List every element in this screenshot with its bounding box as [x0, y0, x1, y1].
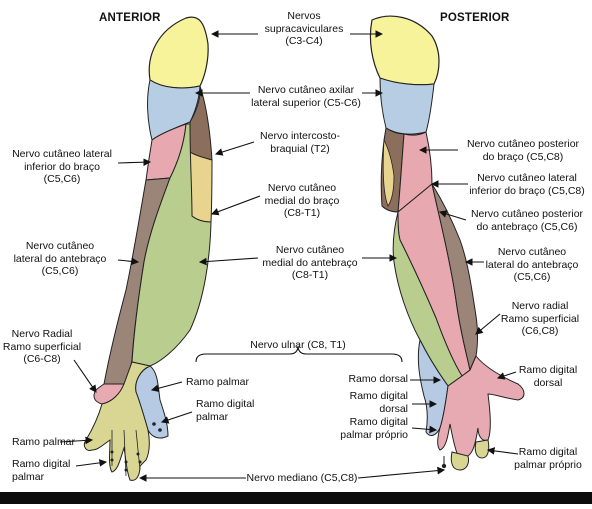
label-post-posterior-forearm: Nervo cutâneo posterior do antebraço (C5…: [470, 208, 584, 233]
label-supraclavicular: Nervos supracaviculares (C3-C4): [264, 10, 344, 47]
bottom-bar: [0, 492, 592, 504]
post-axillary-region: [379, 77, 435, 135]
label-ant-digital-palmar: Ramo digital palmar: [12, 458, 71, 483]
ant-supraclavicular-region: [148, 16, 209, 89]
label-ulnar-digital-palmar: Ramo digital palmar: [196, 398, 255, 423]
anterior-arm: [83, 16, 213, 481]
label-ant-palmar-branch: Ramo palmar: [12, 436, 76, 448]
label-intercostobrachial: Nervo intercosto- braquial (T2): [260, 130, 340, 155]
post-radial-hand-region: [437, 355, 525, 457]
label-post-radial-digital-dorsal: Ramo digital dorsal: [518, 364, 578, 389]
label-medial-arm: Nervo cutâneo medial do braço (C8-T1): [264, 182, 340, 219]
ant-medial-forearm-region: [131, 123, 212, 367]
posterior-arm: [369, 15, 525, 471]
post-ulnar-region: [417, 338, 449, 436]
post-medial-arm-region: [382, 138, 395, 207]
posterior-heading: POSTERIOR: [440, 12, 510, 24]
label-axillary-upper-lateral: Nervo cutâneo axilar lateral superior (C…: [251, 84, 361, 109]
ant-medial-arm-region: [189, 151, 213, 223]
label-median: Nervo mediano (C5,C8): [246, 472, 358, 484]
label-medial-forearm: Nervo cutâneo medial do antebraço (C8-T1…: [262, 244, 358, 281]
ulnar-brace: [195, 345, 403, 363]
label-post-posterior-arm: Nervo cutâneo posterior do braço (C5,C8): [466, 138, 580, 163]
anterior-heading: ANTERIOR: [99, 12, 161, 24]
label-post-lower-lateral-arm: Nervo cutâneo lateral inferior do braço …: [469, 172, 585, 197]
label-ulnar: Nervo ulnar (C8, T1): [250, 339, 346, 351]
label-post-radial-superficial: Nervo radial Ramo superficial (C6,C8): [500, 300, 580, 337]
label-ulnar-palmar-branch: Ramo palmar: [186, 376, 250, 388]
label-ant-lower-lateral-arm: Nervo cutâneo lateral inferior do braço …: [12, 148, 112, 185]
pointer-arrows: [59, 30, 519, 482]
label-ant-radial-superficial: Nervo Radial Ramo superficial (C6-C8): [2, 328, 82, 365]
label-ant-lateral-forearm: Nervo cutâneo lateral do antebraço (C5,C…: [13, 240, 107, 277]
post-lateral-forearm-region: [431, 183, 478, 372]
post-supraclavicular-region: [369, 15, 440, 86]
label-ulnar-digital-palmar-proprio: Ramo digital palmar próprio: [340, 416, 408, 441]
label-ulnar-digital-dorsal: Ramo digital dorsal: [349, 390, 408, 415]
post-median-fingertip-region: [450, 439, 490, 471]
label-ulnar-dorsal-branch: Ramo dorsal: [348, 373, 408, 385]
label-post-median-digital-palmar-proprio: Ramo digital palmar próprio: [514, 446, 582, 471]
label-post-lateral-forearm: Nervo cutâneo lateral do antebraço (C5,C…: [485, 246, 579, 283]
